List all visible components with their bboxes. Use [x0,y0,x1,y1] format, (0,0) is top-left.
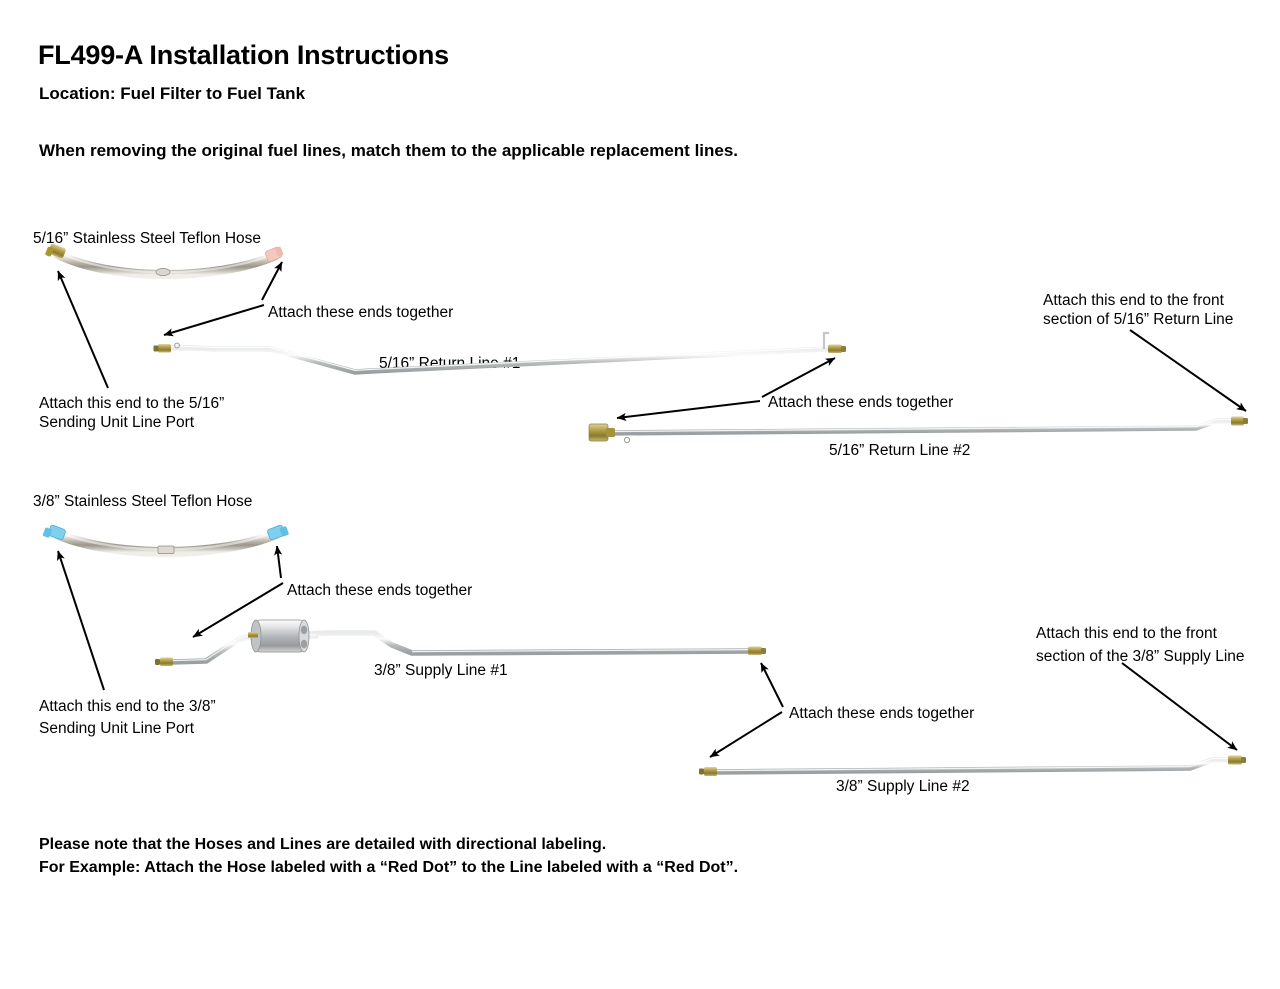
anno-516-front-section-line1: Attach this end to the front [1043,292,1224,309]
label-516-return-line-2: 5/16” Return Line #2 [829,442,971,459]
supply-line-38-1-right-fitting [748,646,766,655]
return-line-516-2-icon [588,416,1248,444]
hose-38-fitting-left-blue [42,524,66,541]
label-38-hose: 3/8” Stainless Steel Teflon Hose [33,493,253,510]
anno-38-sending-unit-line1: Attach this end to the 3/8” [39,698,216,715]
return-line-516-1-right-fitting [822,331,846,353]
supply-line-38-2-right-fitting [1228,755,1246,765]
arrow-38-hose-to-sending-unit [56,550,105,691]
anno-516-attach-line1-to-line2: Attach these ends together [768,394,954,411]
supply-line-38-1-icon [155,619,766,666]
anno-516-attach-hose-to-line: Attach these ends together [268,304,454,321]
supply-line-38-2-left-fitting [699,767,717,776]
inline-fuel-filter-icon [248,619,310,653]
label-38-supply-line-1: 3/8” Supply Line #1 [374,662,508,679]
anno-38-attach-line1-to-line2: Attach these ends together [789,705,975,722]
supply-line-38-2-icon [699,755,1246,776]
arrow-38-note-to-line2-right [1121,662,1238,751]
label-38-supply-line-2: 3/8” Supply Line #2 [836,778,970,795]
arrow-38-note-to-line1-right [760,662,784,708]
arrow-516-note-to-line1-end [163,304,265,337]
anno-38-front-section-line1: Attach this end to the front [1036,625,1217,642]
hose-38-fitting-right-blue [267,524,289,541]
anno-516-sending-unit-line2: Sending Unit Line Port [39,414,195,431]
hose-516-fitting-right-red-dot [265,246,284,262]
arrow-38-note-to-hose-end [274,545,283,579]
arrow-516-note-to-line2-left [616,400,761,421]
anno-38-sending-unit-line2: Sending Unit Line Port [39,720,195,737]
arrow-38-note-to-line2-left [709,711,783,758]
return-line-516-2-right-fitting [1231,416,1248,426]
footnote-line-1: Please note that the Hoses and Lines are… [39,836,607,853]
page-title: FL499-A Installation Instructions [38,40,449,70]
label-516-return-line-1: 5/16” Return Line #1 [379,355,521,372]
label-516-hose: 5/16” Stainless Steel Teflon Hose [33,230,262,247]
return-line-516-1-left-fitting [153,342,180,353]
arrow-38-note-to-line1-end [192,582,284,638]
anno-38-front-section-line2: section of the 3/8” Supply Line [1036,648,1245,665]
page-subtitle: Location: Fuel Filter to Fuel Tank [39,84,306,103]
anno-516-sending-unit-line1: Attach this end to the 5/16” [39,395,225,412]
anno-38-attach-hose-to-line: Attach these ends together [287,582,473,599]
arrow-516-note-to-hose-end [261,261,283,301]
supply-line-38-1-left-fitting [155,657,173,666]
arrow-516-hose-to-sending-unit [57,270,109,389]
footnote-line-2: For Example: Attach the Hose labeled wit… [39,859,739,876]
braided-hose-38-icon [42,524,289,557]
primary-instruction: When removing the original fuel lines, m… [39,141,739,160]
arrow-516-note-to-line1-right [761,357,836,398]
anno-516-front-section-line2: section of 5/16” Return Line [1043,311,1234,328]
arrow-516-note-to-line2-right [1129,329,1247,412]
return-line-516-2-left-fitting [588,423,631,444]
